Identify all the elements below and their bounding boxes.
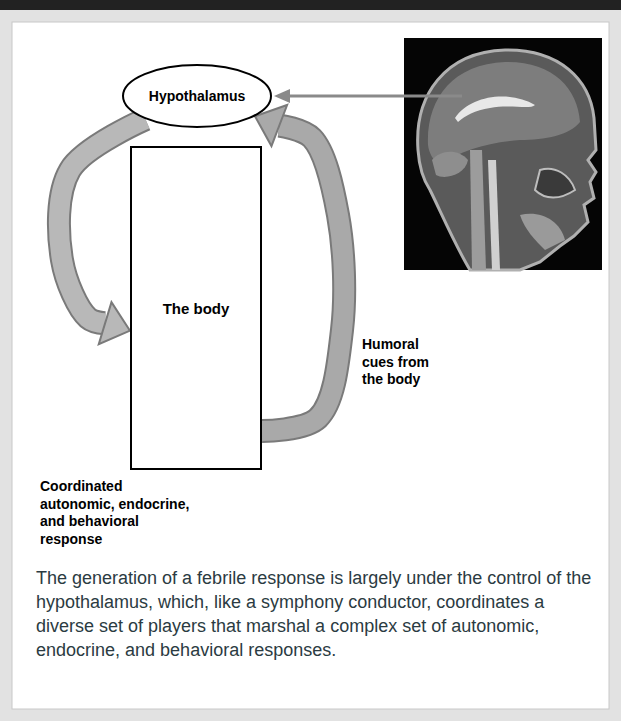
mri-image	[404, 38, 602, 270]
node-text: The body	[163, 300, 230, 317]
node-text: Hypothalamus	[149, 88, 245, 104]
arrow-label: Humoral cues from the body	[362, 336, 452, 389]
pointer-line	[287, 95, 462, 98]
body-box: The body	[130, 146, 262, 470]
arrow-outline	[262, 126, 344, 432]
top-bar	[0, 0, 621, 10]
arrow-body	[262, 126, 344, 432]
panel	[12, 22, 609, 709]
region-ellipse: Hypothalamus	[122, 64, 272, 128]
arrow-head	[99, 302, 130, 344]
arrow-label: Coordinated autonomic, endocrine, and be…	[40, 478, 190, 548]
flow-arrow	[255, 105, 344, 431]
figure-caption: The generation of a febrile response is …	[36, 566, 604, 662]
pointer-head	[274, 89, 290, 103]
